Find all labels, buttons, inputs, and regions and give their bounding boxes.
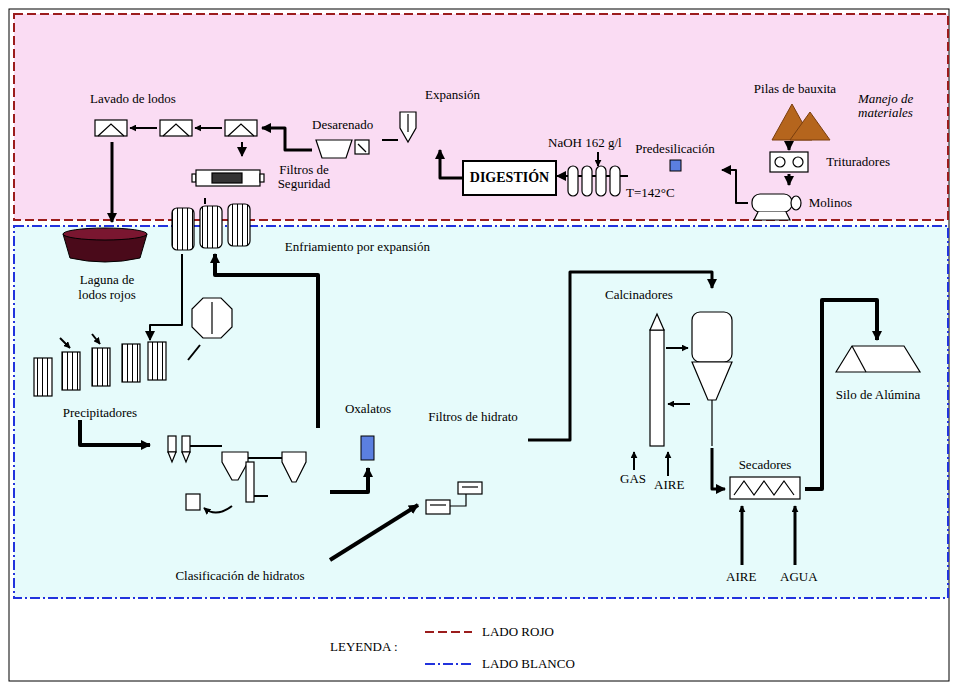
flow-line [382,139,398,141]
equipment-unit: Laguna de lodos rojos [62,222,152,302]
annotation: Manejo de materiales [858,92,936,121]
flow-line [722,170,748,203]
oxalate-unit [361,436,374,460]
annotation: AIRE [654,478,684,492]
unit-label: DIGESTIÓN [470,170,549,185]
unit-label: Enfriamiento por expansión [285,240,430,254]
flow-line [440,150,462,178]
flow-line [788,144,791,150]
unit-label: Lavado de lodos [90,92,176,106]
equipment-unit: Calcinadores [605,288,745,448]
hydrate-filters [426,482,482,514]
equipment-unit: Oxalatos [338,402,398,468]
legend-title: LEYENDA : [330,640,398,654]
equipment-unit: Clasificación de hidratos [150,428,330,583]
hydrate-classifiers [168,436,306,513]
flow-line [712,448,725,489]
unit-label: Pilas de bauxita [754,82,836,96]
unit-label: Molinos [809,196,852,210]
unit-label: Oxalatos [345,402,391,416]
process-box: DIGESTIÓN [462,160,557,196]
unit-label: Precipitadores [63,406,137,420]
flow-line [262,128,312,150]
white-side-band [14,226,948,598]
unit-label: Trituradores [826,155,890,169]
flow-line [204,198,206,204]
feed-arrow [597,152,599,166]
flash-tank [400,112,416,142]
equipment-unit: Trituradores [768,150,890,174]
equipment-unit: Filtros de Seguridad [190,156,340,198]
equipment-unit: Silo de Alúmina [828,340,928,402]
equipment-unit: Molinos [748,185,852,221]
annotation: AGUA [780,570,818,584]
flow-line [330,468,368,492]
flow-line [330,505,418,560]
equipment-unit: Enfriamiento por expansión [168,204,430,254]
predesilication-tank [670,160,681,171]
annotation: AIRE [726,570,756,584]
safety-filter [192,170,264,186]
equipment-unit: Predesilicación [628,142,722,178]
flow-line [80,420,150,445]
crusher [770,152,808,172]
bauxite-piles [772,104,830,140]
equipment-unit: Desarenado [312,118,382,162]
unit-label: Secadores [739,458,792,472]
red-mud-lagoon [63,228,147,262]
flow-line [215,254,318,428]
precipitators [34,334,166,396]
equipment-unit: Precipitadores [30,340,170,420]
equipment-unit: Lavado de lodos [90,92,262,142]
flow-line [528,272,712,440]
legend-entry: LADO ROJO [482,625,554,639]
calciner [634,312,732,476]
unit-label: Clasificación de hidratos [175,569,304,583]
legend-sample [425,631,472,633]
unit-label: Predesilicación [635,142,714,156]
flow-line [111,142,114,222]
flow-line [788,174,791,185]
unit-label: Silo de Alúmina [836,388,921,402]
grit-separator [316,140,369,158]
dryer [730,477,800,565]
mill [752,194,801,220]
unit-label: Desarenado [312,118,373,132]
unit-label: Laguna de lodos rojos [67,273,147,302]
unit-label: Calcinadores [605,288,673,302]
flow-line [241,142,243,156]
unit-label: Filtros de hidrato [428,410,518,424]
equipment-unit: Secadores [725,458,805,502]
unit-label: Filtros de Seguridad [268,163,340,192]
equipment-unit: Filtros de hidrato [418,410,528,530]
annotation: T=142°C [626,186,675,200]
annotation: NaOH 162 g/l [548,136,622,150]
unit-label: Expansión [425,88,480,102]
legend-sample [425,663,472,665]
equipment-unit: Expansión [398,88,480,150]
settler [188,298,232,360]
legend-entry: LADO BLANCO [482,657,575,671]
flow-line [150,254,182,340]
red-side-band [14,14,948,220]
thickeners [95,120,257,136]
alumina-silo [836,346,920,372]
equipment-unit: Pilas de bauxita [740,82,850,144]
flash-cooling-tanks [172,204,250,250]
frame [9,9,949,681]
annotation: GAS [620,472,646,486]
